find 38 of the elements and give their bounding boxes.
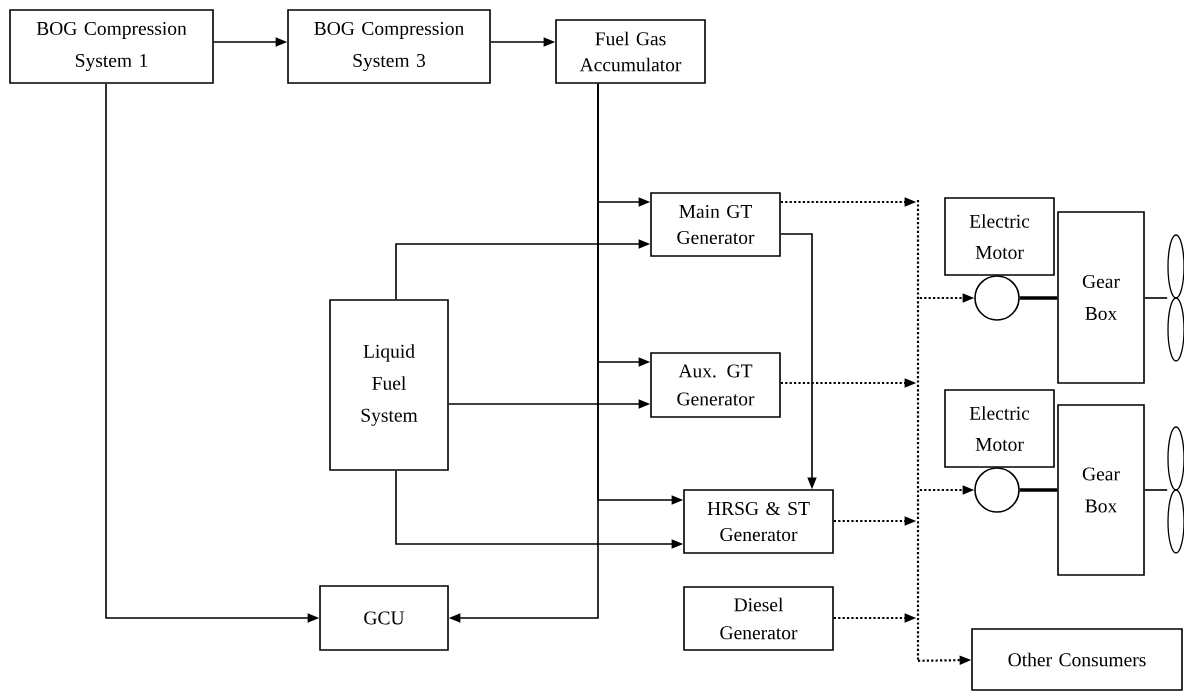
process-box: Liquid Fuel System: [329, 299, 449, 471]
shaft-line: [1144, 489, 1168, 491]
motor-circle: [974, 467, 1020, 513]
process-box: BOG Compression System 1: [9, 9, 214, 84]
arrow: [833, 613, 917, 623]
arrow: [395, 470, 684, 549]
arrow: [780, 233, 817, 490]
arrow: [395, 239, 651, 300]
arrow: [919, 485, 975, 495]
process-box: Gear Box: [1057, 211, 1145, 384]
propeller-drawing: [1167, 426, 1184, 554]
process-box: Aux. GT Generator: [650, 352, 781, 418]
process-box: Gear Box: [1057, 404, 1145, 576]
arrow: [213, 37, 288, 47]
arrow: [919, 293, 975, 303]
process-box: Fuel Gas Accumulator: [555, 19, 706, 84]
arrow: [918, 655, 972, 665]
arrow: [780, 378, 917, 388]
arrow: [780, 197, 917, 207]
propeller-drawing: [1167, 234, 1184, 362]
arrow: [490, 37, 556, 47]
arrow: [105, 83, 320, 623]
process-box: Electric Motor: [944, 197, 1055, 276]
arrow: [833, 516, 917, 526]
bus-line: [916, 200, 920, 660]
process-box: Electric Motor: [944, 389, 1055, 468]
process-box: Diesel Generator: [683, 586, 834, 651]
shaft-line: [1019, 296, 1058, 300]
process-box: BOG Compression System 3: [287, 9, 491, 84]
motor-circle: [974, 275, 1020, 321]
process-box: HRSG & ST Generator: [683, 489, 834, 554]
arrow: [448, 83, 599, 623]
process-box: GCU: [319, 585, 449, 651]
shaft-line: [1019, 488, 1058, 492]
arrow: [448, 399, 651, 409]
shaft-line: [1144, 297, 1168, 299]
process-box: Other Consumers: [971, 628, 1183, 691]
process-box: Main GT Generator: [650, 192, 781, 257]
